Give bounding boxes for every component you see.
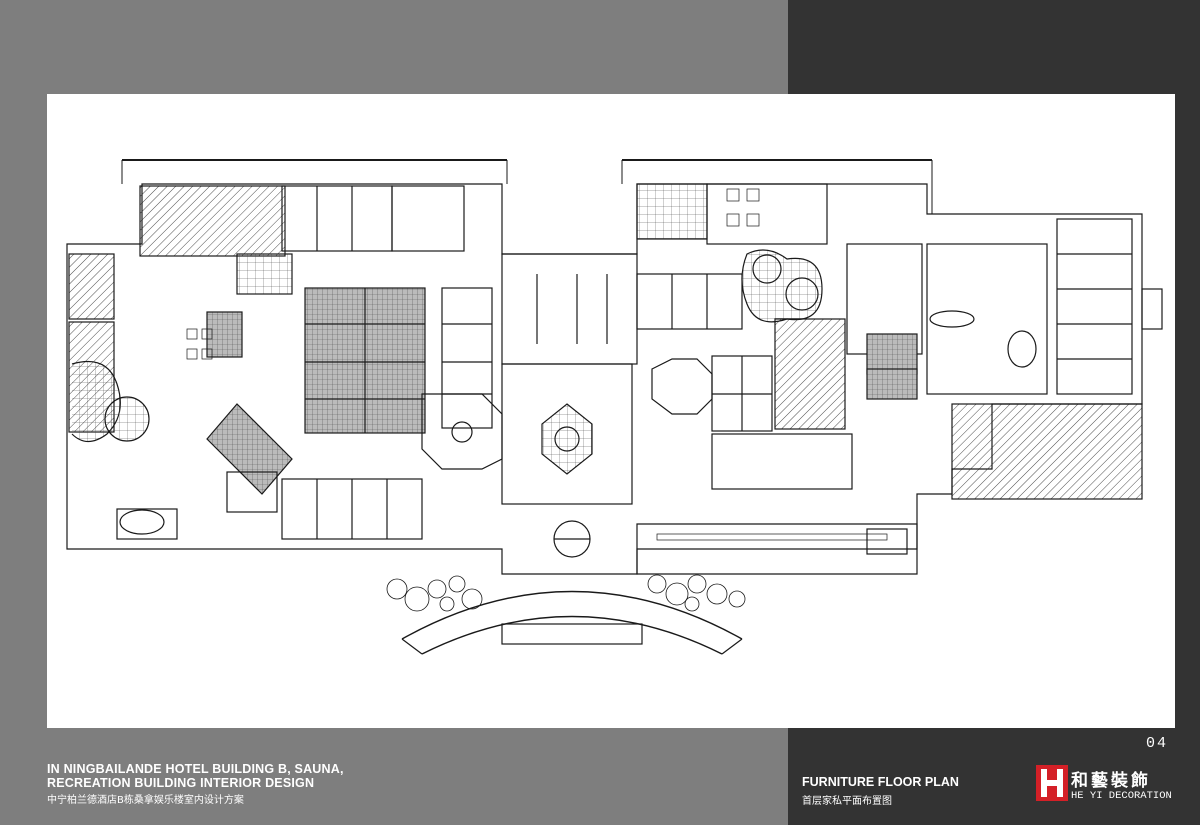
brand-name-en: HE YI DECORATION [1071,790,1172,802]
project-title-en-line1: IN NINGBAILANDE HOTEL BUILDING B, SAUNA, [47,762,344,776]
hatched-block-west [139,185,286,257]
brand-name-cn: 和藝裝飾 [1071,771,1151,791]
page-number: 04 [1146,735,1169,752]
drawing-title-cn: 首层家私平面布置图 [802,796,892,807]
landscape-planting-east [647,574,746,612]
project-title-cn: 中宁柏兰德酒店B栋桑拿娱乐楼室内设计方案 [47,795,244,806]
entrance-driveway [401,590,743,640]
landscape-planting-west [386,575,483,612]
round-pool-east [741,249,823,323]
project-title-en-line2: RECREATION BUILDING INTERIOR DESIGN [47,776,315,790]
octagon-room-west [421,393,503,470]
drawing-title-en: FURNITURE FLOOR PLAN [802,775,959,789]
floor-plan-drawing [66,159,1163,655]
brand-logo-icon [1036,765,1068,801]
floor-plan-sheet [47,94,1175,728]
